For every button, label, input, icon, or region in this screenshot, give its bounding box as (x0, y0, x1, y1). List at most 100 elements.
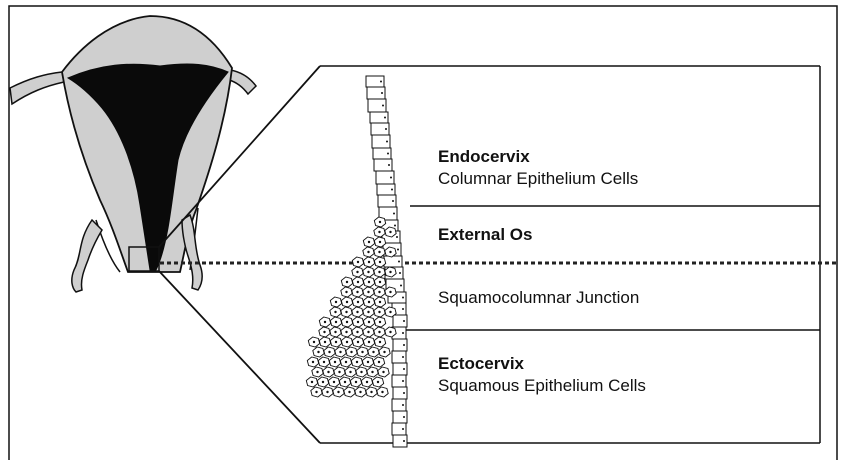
cell-nucleus (381, 92, 383, 94)
cell-nucleus (391, 189, 393, 191)
cell-nucleus (324, 321, 326, 323)
cell-nucleus (324, 341, 326, 343)
left-ligament (72, 220, 102, 292)
cell-nucleus (345, 311, 347, 313)
cell-nucleus (389, 271, 391, 273)
cell-nucleus (396, 236, 398, 238)
cell-nucleus (382, 371, 384, 373)
cell-nucleus (389, 231, 391, 233)
cell-nucleus (312, 361, 314, 363)
cell-nucleus (382, 105, 384, 107)
cell-nucleus (393, 213, 395, 215)
cell-nucleus (313, 341, 315, 343)
cell-nucleus (357, 281, 359, 283)
ectocervix-title: Ectocervix (438, 354, 524, 374)
cell-nucleus (383, 351, 385, 353)
ectocervix-subtitle: Squamous Epithelium Cells (438, 376, 646, 396)
cell-nucleus (379, 301, 381, 303)
cell-nucleus (371, 371, 373, 373)
cell-nucleus (402, 428, 404, 430)
cell-nucleus (368, 241, 370, 243)
cell-nucleus (333, 381, 335, 383)
cell-nucleus (334, 331, 336, 333)
cell-nucleus (385, 128, 387, 130)
cell-nucleus (346, 321, 348, 323)
cell-nucleus (367, 271, 369, 273)
cell-nucleus (379, 321, 381, 323)
cell-nucleus (379, 261, 381, 263)
cell-nucleus (348, 391, 350, 393)
cell-nucleus (370, 391, 372, 393)
cell-nucleus (335, 321, 337, 323)
cell-nucleus (379, 241, 381, 243)
cell-nucleus (357, 261, 359, 263)
cell-nucleus (327, 371, 329, 373)
cell-nucleus (378, 331, 380, 333)
cell-nucleus (357, 341, 359, 343)
cell-nucleus (389, 291, 391, 293)
cell-nucleus (368, 321, 370, 323)
cell-nucleus (379, 341, 381, 343)
cell-nucleus (356, 291, 358, 293)
cell-nucleus (357, 301, 359, 303)
cell-nucleus (356, 361, 358, 363)
cell-nucleus (390, 177, 392, 179)
cell-nucleus (345, 361, 347, 363)
cell-nucleus (339, 351, 341, 353)
cell-nucleus (387, 153, 389, 155)
cell-nucleus (368, 301, 370, 303)
cell-nucleus (389, 331, 391, 333)
cell-nucleus (397, 249, 399, 251)
cell-nucleus (378, 291, 380, 293)
cell-nucleus (346, 341, 348, 343)
cell-nucleus (388, 164, 390, 166)
cell-nucleus (315, 391, 317, 393)
cell-nucleus (400, 285, 402, 287)
cell-nucleus (381, 391, 383, 393)
cell-nucleus (378, 311, 380, 313)
cell-nucleus (402, 332, 404, 334)
cell-nucleus (367, 291, 369, 293)
external-os-title: External Os (438, 225, 533, 245)
cell-nucleus (346, 281, 348, 283)
cell-nucleus (367, 311, 369, 313)
cell-nucleus (367, 361, 369, 363)
cell-nucleus (403, 416, 405, 418)
cell-nucleus (311, 381, 313, 383)
cell-nucleus (403, 392, 405, 394)
cell-nucleus (394, 225, 396, 227)
cell-nucleus (337, 391, 339, 393)
cell-nucleus (350, 351, 352, 353)
cell-nucleus (402, 356, 404, 358)
cell-nucleus (334, 311, 336, 313)
cell-nucleus (402, 297, 404, 299)
endocervix-subtitle: Columnar Epithelium Cells (438, 169, 638, 189)
junction-title: Squamocolumnar Junction (438, 288, 639, 308)
cell-nucleus (378, 231, 380, 233)
cell-nucleus (326, 391, 328, 393)
cell-nucleus (398, 261, 400, 263)
left-fallopian-tube (10, 72, 64, 104)
cell-nucleus (356, 331, 358, 333)
cell-nucleus (357, 321, 359, 323)
cell-nucleus (355, 381, 357, 383)
cell-nucleus (403, 440, 405, 442)
cell-nucleus (372, 351, 374, 353)
cell-nucleus (379, 221, 381, 223)
cell-nucleus (361, 351, 363, 353)
cell-nucleus (360, 371, 362, 373)
cell-nucleus (368, 261, 370, 263)
cell-nucleus (402, 308, 404, 310)
cell-nucleus (399, 272, 401, 274)
cell-nucleus (378, 271, 380, 273)
cell-nucleus (392, 200, 394, 202)
cell-nucleus (335, 341, 337, 343)
cell-nucleus (345, 331, 347, 333)
cell-nucleus (344, 381, 346, 383)
cell-nucleus (403, 368, 405, 370)
cell-nucleus (346, 301, 348, 303)
cell-nucleus (356, 271, 358, 273)
cell-nucleus (322, 381, 324, 383)
cell-nucleus (378, 251, 380, 253)
